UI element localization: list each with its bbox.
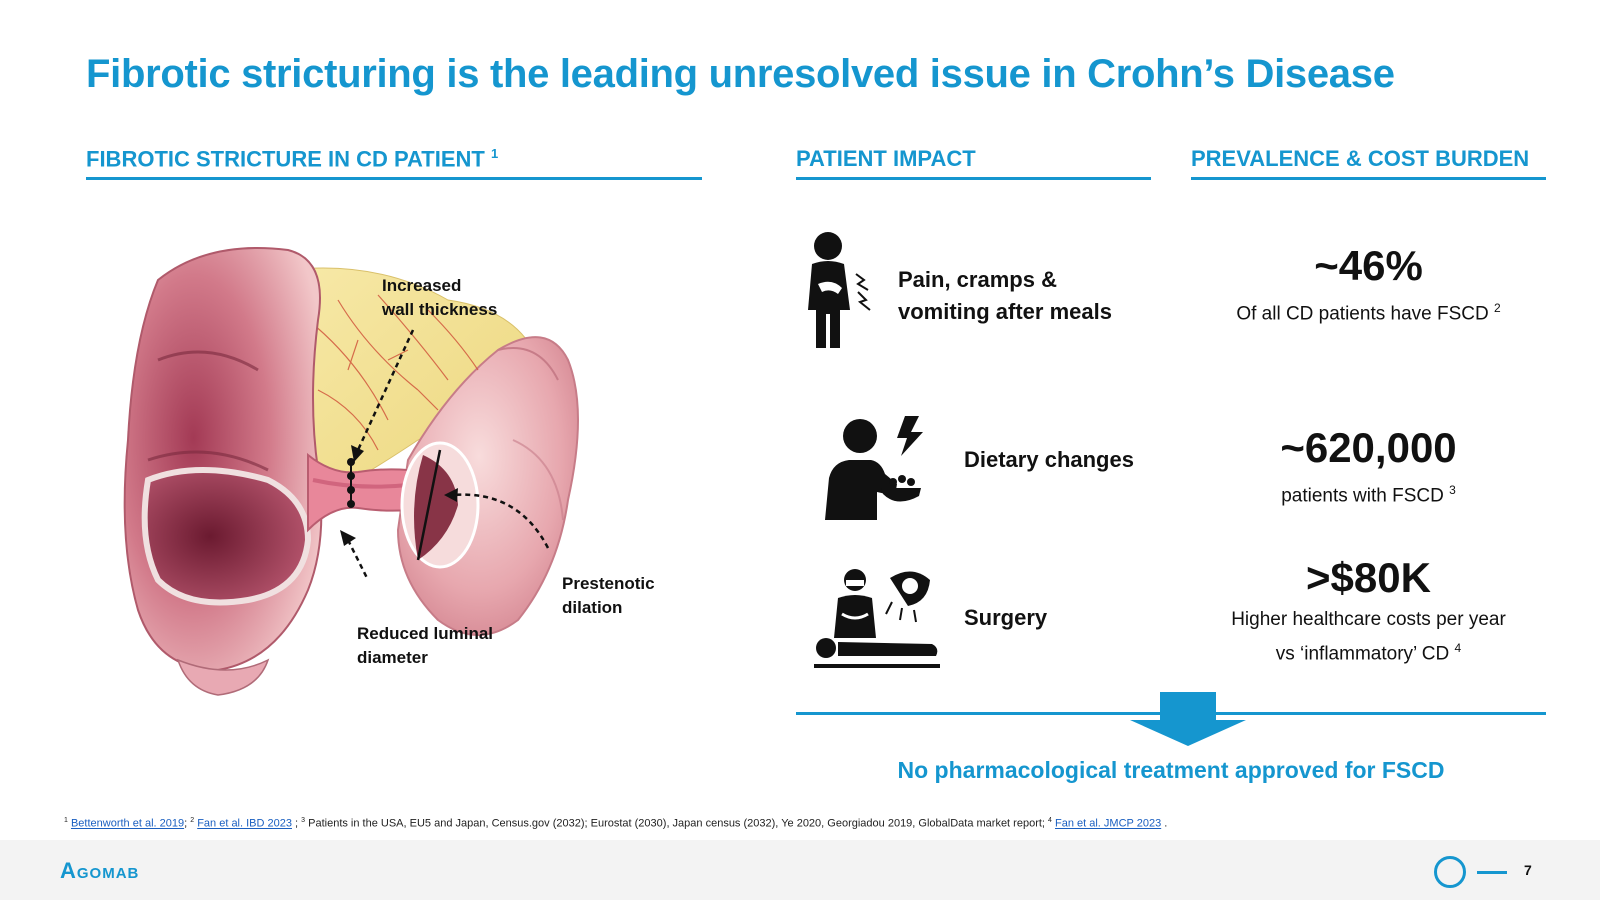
arrow-down-icon (1130, 692, 1246, 746)
label-increased-wall-thickness: Increased wall thickness (382, 276, 498, 319)
footnote: 1 Bettenworth et al. 2019; 2 Fan et al. … (64, 817, 1168, 830)
company-logo: Agomab (60, 858, 140, 883)
section-label: FIBROTIC STRICTURE IN CD PATIENT (86, 146, 485, 172)
stat-prevalence-percent: ~46% Of all CD patients have FSCD 2 (1191, 242, 1546, 328)
stat-value: ~46% (1314, 242, 1423, 289)
diet-icon (825, 416, 923, 520)
impact-dietary-text: Dietary changes (964, 447, 1134, 472)
stat-value: ~620,000 (1280, 424, 1457, 471)
label-prestenotic-dilation: Prestenotic dilation (562, 574, 655, 617)
impact-surgery-text: Surgery (964, 605, 1048, 630)
stat-value: >$80K (1306, 554, 1431, 601)
section-label: PATIENT IMPACT (796, 146, 976, 171)
section-header-fibrotic-stricture: FIBROTIC STRICTURE IN CD PATIENT 1 (86, 140, 702, 180)
section-header-prevalence: PREVALENCE & COST BURDEN (1191, 140, 1546, 180)
page-number: 7 (1524, 862, 1532, 878)
label-reduced-luminal-diameter: Reduced luminal diameter (357, 624, 494, 667)
reference-marker: 1 (490, 146, 499, 161)
conclusion-text: No pharmacological treatment approved fo… (897, 757, 1445, 783)
stat-cost-burden: >$80K Higher healthcare costs per year v… (1191, 554, 1546, 668)
section-label: PREVALENCE & COST BURDEN (1191, 146, 1530, 171)
stomach-pain-icon (808, 232, 871, 348)
intestine-stricture-illustration (123, 247, 579, 696)
impact-pain-text: Pain, cramps & vomiting after meals (898, 267, 1112, 324)
footer-bar (0, 840, 1600, 900)
slide-title: Fibrotic stricturing is the leading unre… (86, 52, 1395, 96)
stat-description: Higher healthcare costs per year vs ‘inf… (1231, 609, 1506, 665)
section-header-patient-impact: PATIENT IMPACT (796, 140, 1151, 180)
reference-link-bettenworth[interactable]: Bettenworth et al. 2019 (70, 817, 185, 830)
surgery-icon (814, 569, 940, 668)
footer-dash (1477, 871, 1507, 874)
circle-icon (1434, 856, 1466, 888)
stat-patient-count: ~620,000 patients with FSCD 3 (1191, 424, 1546, 510)
reference-link-fan-ibd[interactable]: Fan et al. IBD 2023 (197, 817, 292, 830)
reference-link-fan-jmcp[interactable]: Fan et al. JMCP 2023 (1055, 817, 1162, 830)
stat-description: Of all CD patients have FSCD 2 (1236, 301, 1501, 325)
stat-description: patients with FSCD 3 (1281, 483, 1456, 507)
